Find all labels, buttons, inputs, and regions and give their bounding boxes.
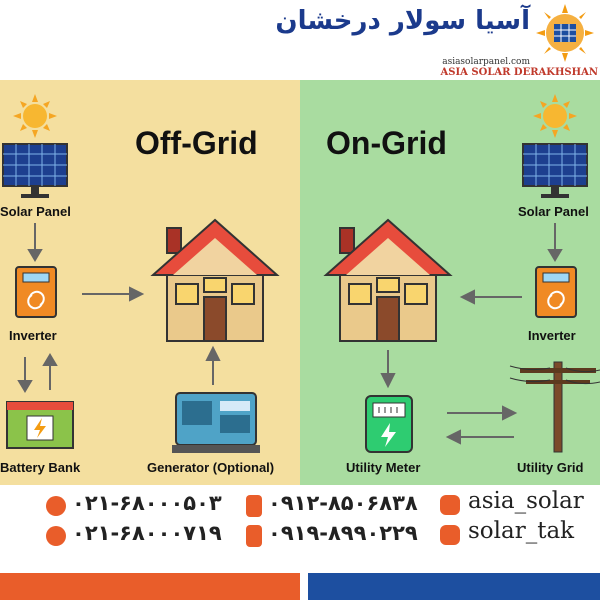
instagram-icon (440, 495, 460, 515)
instagram-icon (440, 525, 460, 545)
off-grid-diagram (2, 94, 280, 453)
mobile-1[interactable]: ۰۹۱۲-۸۵۰۶۸۳۸ (268, 491, 418, 515)
footer-bar-orange (0, 573, 300, 600)
mobile-icon (246, 525, 262, 547)
sun-icon (13, 94, 57, 138)
brand-name-fa: آسیا سولار درخشان (275, 6, 530, 36)
header: آسیا سولار درخشان asiasolarpanel.com ASI… (0, 0, 600, 80)
on-grid-diagram (323, 94, 600, 453)
brand-name-en: ASIA SOLAR DERAKHSHAN (440, 67, 599, 78)
generator-icon (172, 392, 260, 453)
house-icon (323, 218, 453, 342)
off-grid-inverter-label: Inverter (9, 328, 57, 343)
on-grid-inverter-label: Inverter (528, 328, 576, 343)
battery-icon (6, 401, 74, 449)
instagram-handle-2[interactable]: solar_tak (468, 518, 575, 544)
generator-label: Generator (Optional) (147, 460, 275, 475)
arrow-house-to-meter (380, 350, 396, 389)
utility-meter-label: Utility Meter (346, 460, 421, 475)
utility-pole-icon (509, 361, 600, 453)
phone-2[interactable]: ۰۲۱-۶۸۰۰۰۷۱۹ (72, 521, 222, 545)
house-icon (150, 218, 280, 342)
arrows-meter-grid (445, 405, 518, 445)
utility-grid-label: Utility Grid (517, 460, 584, 475)
arrow-inverter-to-house (459, 289, 522, 305)
solar-panel-icon (2, 143, 68, 198)
inverter-icon (535, 266, 577, 318)
mobile-2[interactable]: ۰۹۱۹-۸۹۹۰۲۲۹ (268, 521, 418, 545)
utility-meter-icon (365, 395, 413, 453)
mobile-icon (246, 495, 262, 517)
on-grid-solar-panel-label: Solar Panel (518, 204, 589, 219)
brand-website: asiasolarpanel.com (442, 57, 530, 67)
phone-icon (46, 526, 66, 546)
phone-1[interactable]: ۰۲۱-۶۸۰۰۰۵۰۳ (72, 491, 222, 515)
arrow-panel-to-inverter (547, 223, 563, 262)
solar-panel-icon (522, 143, 588, 198)
arrows-inverter-battery (17, 353, 58, 393)
battery-bank-label: Battery Bank (0, 460, 81, 475)
instagram-handle-1[interactable]: asia_solar (468, 488, 584, 514)
arrow-generator-to-house (205, 345, 221, 385)
on-grid-title: On-Grid (326, 125, 447, 161)
footer-bar-blue (308, 573, 600, 600)
arrow-panel-to-inverter (27, 223, 43, 262)
sun-icon (533, 94, 577, 138)
sun-logo-icon (536, 4, 594, 62)
phone-icon (46, 496, 66, 516)
arrow-inverter-to-house (82, 286, 145, 302)
off-grid-title: Off-Grid (135, 125, 258, 161)
off-grid-solar-panel-label: Solar Panel (0, 204, 71, 219)
contact-strip: ۰۲۱-۶۸۰۰۰۵۰۳ ۰۲۱-۶۸۰۰۰۷۱۹ ۰۹۱۲-۸۵۰۶۸۳۸ ۰… (0, 485, 600, 570)
inverter-icon (15, 266, 57, 318)
